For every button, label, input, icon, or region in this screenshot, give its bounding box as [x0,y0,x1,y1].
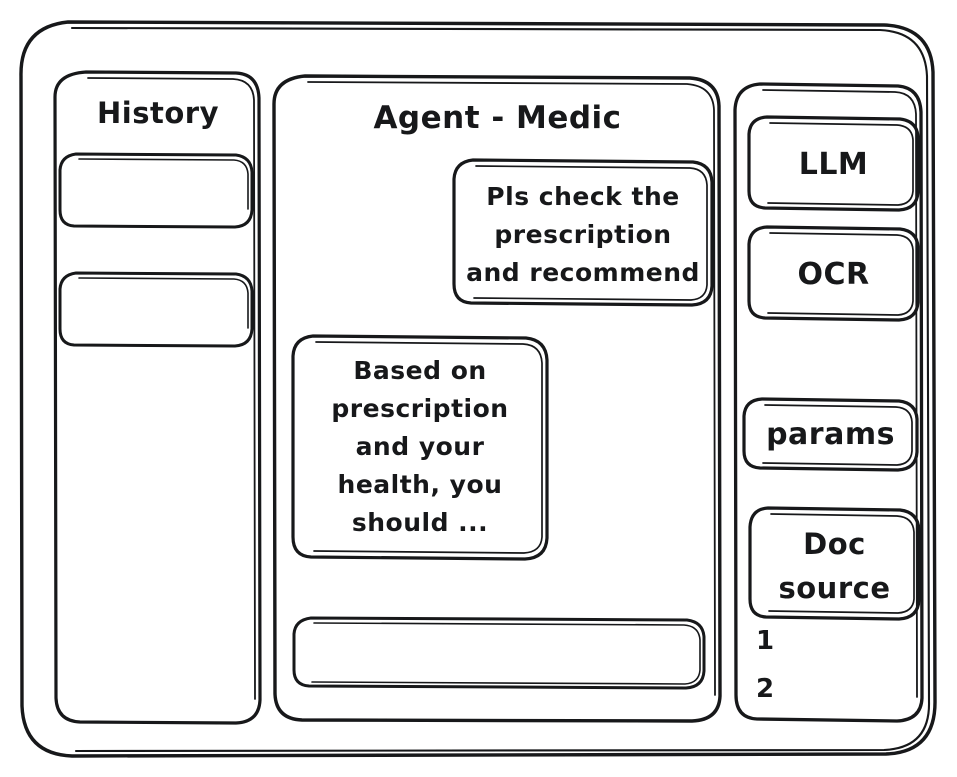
doc-source-list-item-2-label: 2 [756,674,775,704]
llm-chip[interactable]: LLM [749,117,918,210]
doc-source-chip-label-line-1: Doc [803,527,866,561]
user-message-line-1: Pls check the [486,182,680,211]
ocr-chip-label: OCR [797,257,870,292]
doc-source-chip-label-line-2: source [778,571,891,605]
assistant-message-line-5: should ... [351,508,489,537]
assistant-message-line-2: prescription [331,394,509,423]
assistant-message-line-4: health, you [337,470,503,499]
doc-source-list-item-1-label: 1 [756,626,775,656]
assistant-message-line-3: and your [355,432,485,461]
assistant-message-bubble: Based on prescription and your health, y… [293,336,547,559]
history-item-1[interactable] [60,154,252,227]
history-item-2[interactable] [60,273,252,346]
doc-source-list-item-1[interactable]: 1 [752,622,812,662]
doc-source-chip[interactable]: Doc source [750,508,919,619]
user-message-line-2: prescription [494,220,672,249]
params-chip-label: params [766,417,895,452]
page-title: Agent - Medic [373,100,622,136]
user-message-bubble: Pls check the prescription and recommend [454,160,712,305]
user-message-line-3: and recommend [466,258,700,287]
ocr-chip[interactable]: OCR [749,227,918,320]
doc-source-list-item-2[interactable]: 2 [752,670,812,710]
params-chip[interactable]: params [744,399,917,470]
history-panel-title: History [97,96,219,130]
llm-chip-label: LLM [798,147,869,182]
message-input[interactable] [294,618,704,688]
assistant-message-line-1: Based on [353,356,487,385]
